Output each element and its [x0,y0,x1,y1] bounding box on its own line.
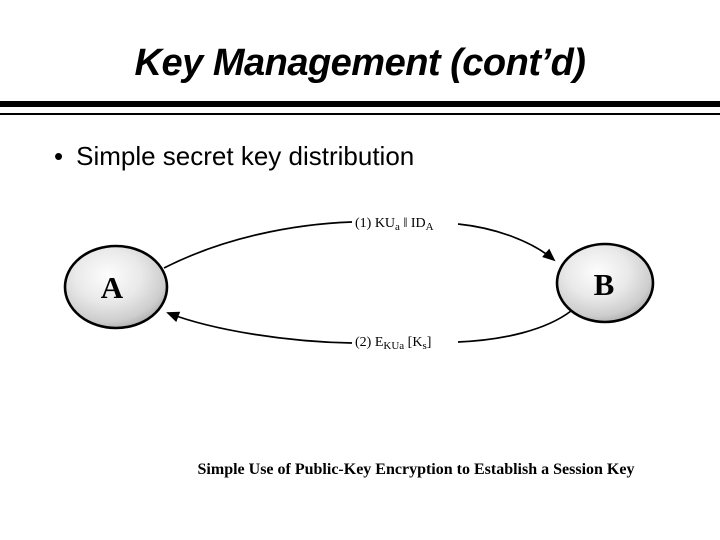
bullet-text: Simple secret key distribution [76,141,415,171]
msg2-line-right [457,310,572,343]
slide-title: Key Management (cont’d) [134,42,586,84]
node-a-ellipse [63,244,169,330]
bullet-glyph: • [54,141,64,171]
msg1-line-right [457,223,556,262]
msg2-label: (2) EKUa [Ks] [355,335,431,352]
node-b-ellipse [555,242,655,324]
node-b-label: B [594,267,615,302]
title-rule-thick [0,101,720,107]
msg1-line-left [163,221,353,269]
bullet-item: • Simple secret key distribution [54,141,414,172]
msg1-label: (1) KUa ‖ IDA [355,216,434,233]
figure-caption: Simple Use of Public-Key Encryption to E… [197,461,635,478]
node-a-label: A [101,270,124,305]
title-rule-thin [0,113,720,115]
msg2-line-left [166,311,353,344]
